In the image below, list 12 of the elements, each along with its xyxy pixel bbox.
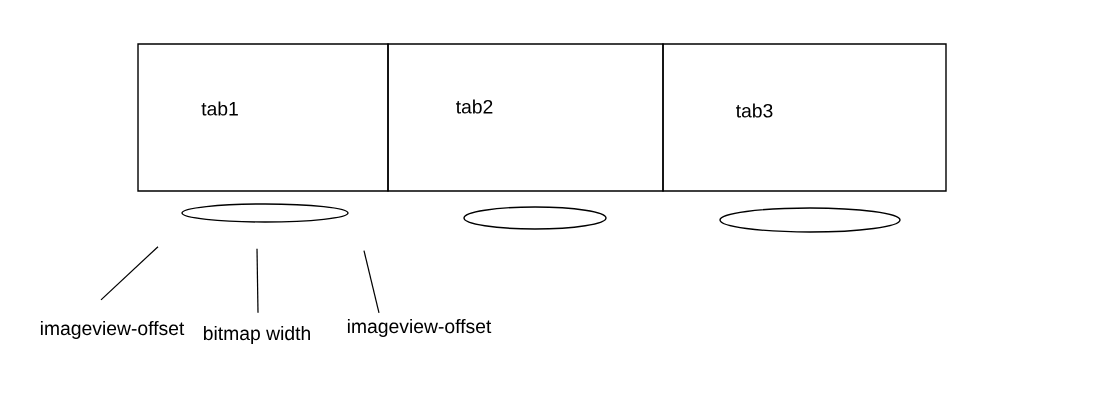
tab-box: tab3	[662, 43, 947, 192]
indicator-ellipse	[463, 206, 607, 230]
leader-line	[363, 250, 380, 314]
leader-line	[100, 246, 159, 301]
tab-box: tab1	[137, 43, 389, 192]
indicator-ellipse	[181, 203, 349, 223]
leader-line	[256, 248, 259, 314]
annotation-label: bitmap width	[204, 326, 310, 344]
annotation-label: imageview-offset	[347, 319, 492, 337]
tab-box: tab2	[387, 43, 664, 192]
annotation-label: imageview-offset	[40, 321, 185, 339]
indicator-ellipse	[719, 207, 901, 233]
